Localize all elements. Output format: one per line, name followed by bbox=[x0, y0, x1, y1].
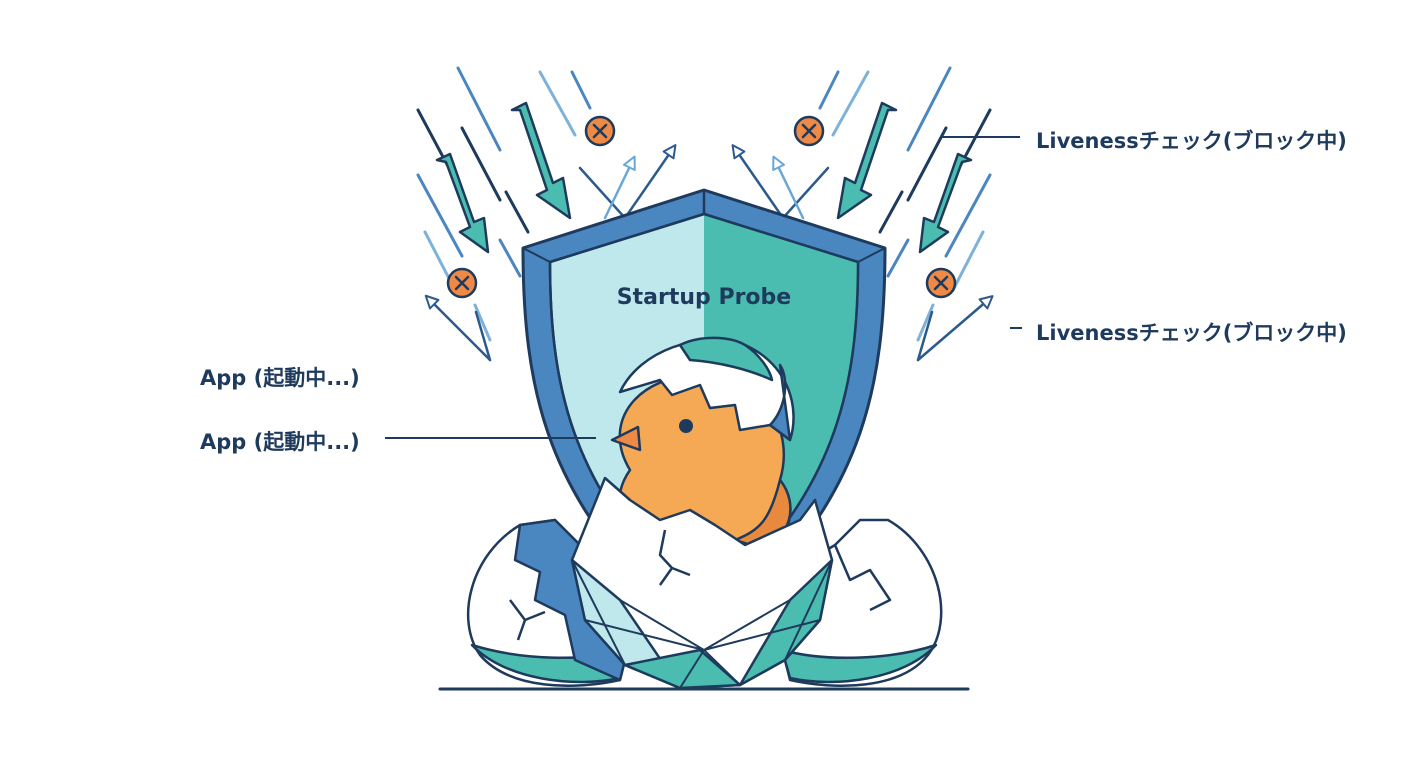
liveness-label-bottom: Livenessチェック(ブロック中) bbox=[1036, 321, 1347, 345]
incoming-arrow-icon bbox=[510, 101, 572, 220]
x-circle-icon bbox=[925, 267, 957, 299]
shield-title: Startup Probe bbox=[617, 285, 791, 310]
x-circle-icon bbox=[584, 115, 616, 147]
app-label-top: App (起動中...) bbox=[200, 366, 360, 390]
shell-cap-icon bbox=[618, 336, 795, 442]
incoming-arrow-icon bbox=[435, 152, 490, 254]
incoming-arrow-icon bbox=[836, 101, 898, 220]
x-circle-icon bbox=[793, 115, 825, 147]
app-label-bottom: App (起動中...) bbox=[200, 430, 360, 454]
liveness-label-top: Livenessチェック(ブロック中) bbox=[1036, 129, 1347, 153]
incoming-arrow-icon bbox=[918, 152, 973, 254]
x-circle-icon bbox=[446, 267, 478, 299]
speed-lines bbox=[416, 66, 992, 342]
egg-shell-icon bbox=[570, 476, 834, 690]
